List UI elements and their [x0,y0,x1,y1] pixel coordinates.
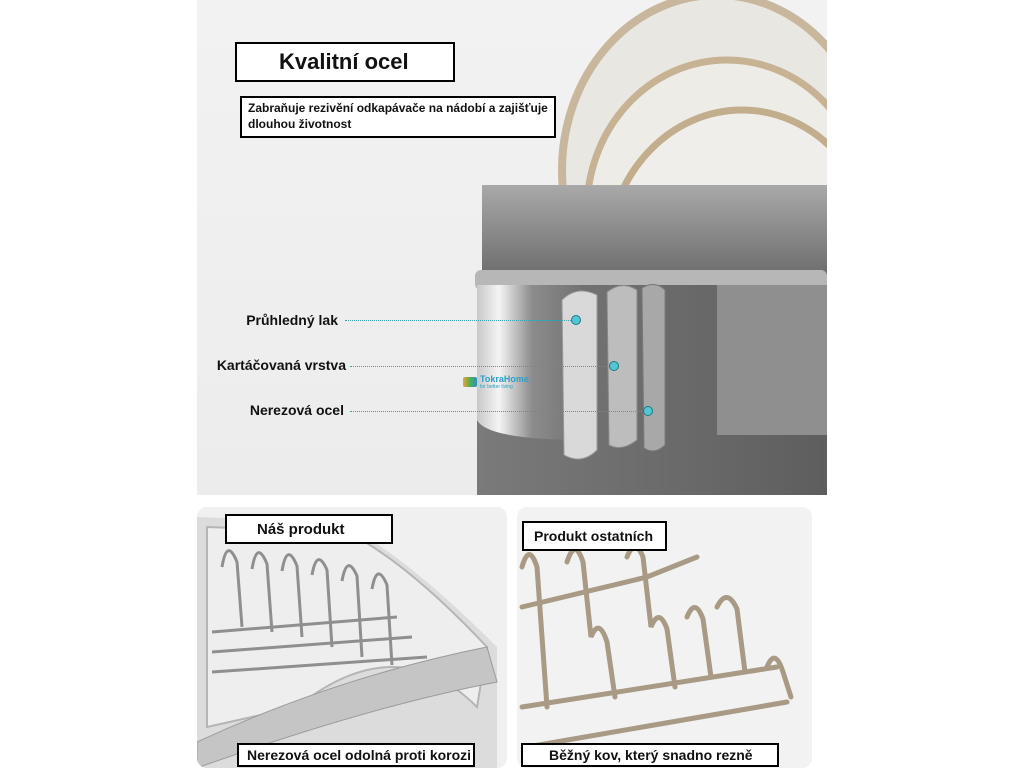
layer-sheets [561,284,666,460]
pointer-line-lacquer [345,320,575,321]
our-product-photo [197,507,507,768]
our-product-title: Náš produkt [257,520,345,538]
layer-label-lacquer: Průhledný lak [246,312,338,328]
our-product-caption-box: Nerezová ocel odolná proti korozi [237,743,475,767]
layer-label-steel: Nerezová ocel [249,402,344,418]
pointer-dot-steel [643,406,653,416]
pointer-dot-brushed [609,361,619,371]
stainless-rack-image [197,517,498,768]
page-description: Zabraňuje rezivění odkapávače na nádobí … [248,101,548,131]
dish-rack-illustration [475,0,827,495]
pointer-dot-lacquer [571,315,581,325]
pointer-line-brushed [350,366,612,367]
watermark-tagline: for better living [480,384,513,390]
others-product-title-box: Produkt ostatních [522,521,667,551]
tray-inner [482,185,827,280]
layer-label-brushed: Kartáčovaná vrstva [216,357,346,373]
our-product-caption: Nerezová ocel odolná proti korozi [247,747,472,763]
description-box: Zabraňuje rezivění odkapávače na nádobí … [240,96,556,138]
others-product-caption-box: Běžný kov, který snadno rezně [521,743,779,767]
our-product-title-box: Náš produkt [225,514,393,544]
page-title: Kvalitní ocel [279,49,409,74]
others-product-title: Produkt ostatních [534,528,654,544]
house-icon [463,377,477,387]
product-photo-main [197,0,827,495]
heading-box: Kvalitní ocel [235,42,455,82]
watermark-brand: TokraHome [480,374,529,384]
pointer-line-steel [350,411,646,412]
others-product-caption: Běžný kov, který snadno rezně [549,747,753,763]
watermark-logo: TokraHome for better living [463,374,529,390]
